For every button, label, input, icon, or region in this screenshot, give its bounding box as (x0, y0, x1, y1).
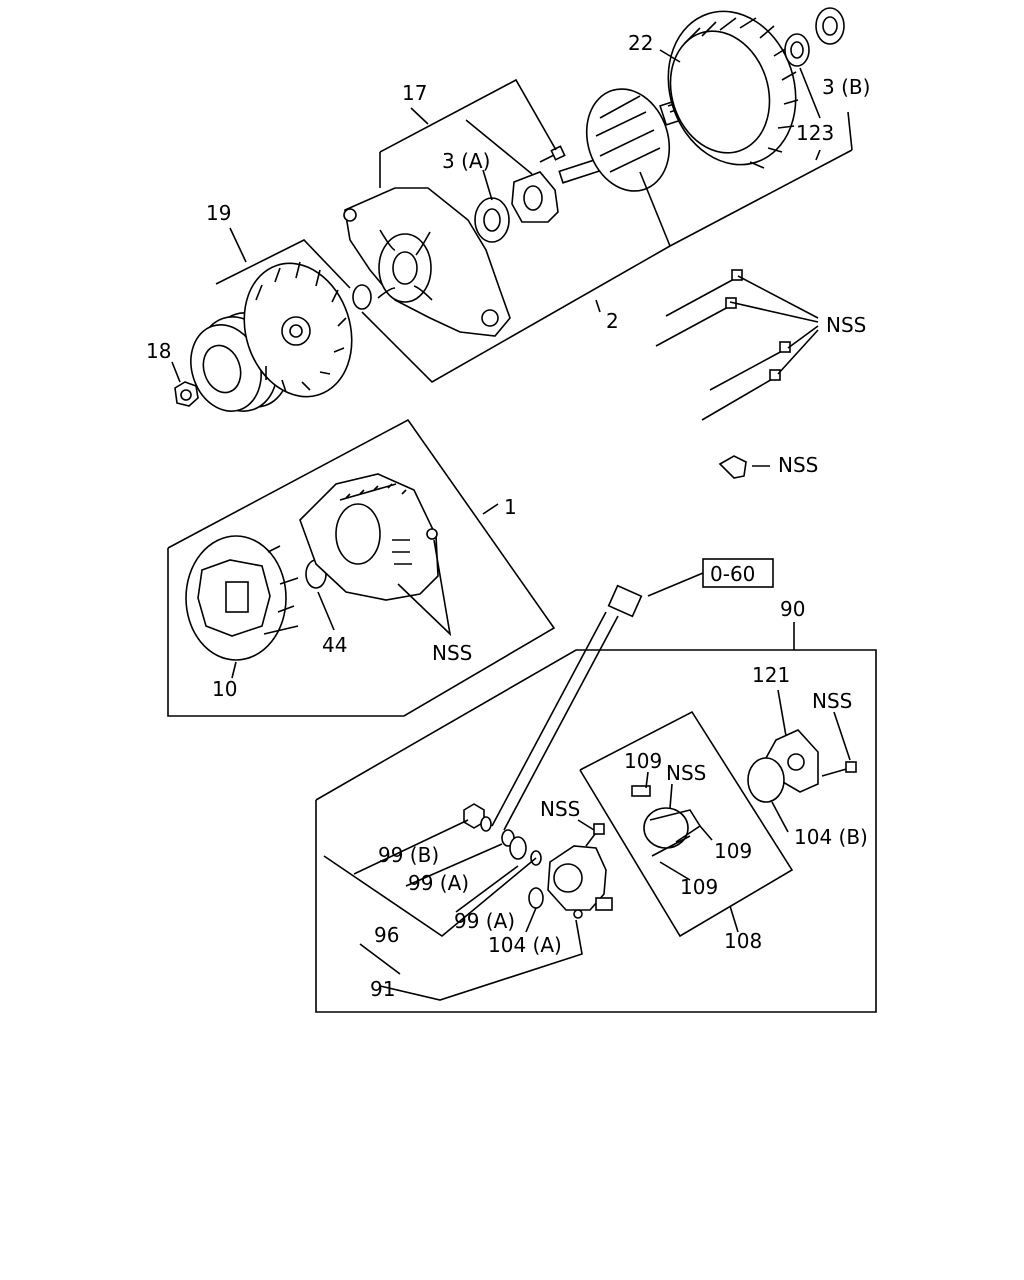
nut-part-18 (174, 381, 199, 407)
callout-nss-clip: NSS (778, 453, 818, 477)
callout-19: 19 (206, 201, 231, 225)
regulator-part-91 (547, 823, 613, 919)
callout-3b: 3 (B) (822, 75, 870, 99)
nut-part-rear (426, 528, 438, 540)
callout-99a-2: 99 (A) (454, 909, 515, 933)
rear-cover-part-10 (185, 535, 299, 661)
callout-nss-bolts: NSS (826, 313, 866, 337)
rear-housing-frame (167, 418, 556, 717)
callout-nss-brush: NSS (666, 761, 706, 785)
brush-holder-frame (579, 710, 794, 938)
callout-nss-rear: NSS (432, 641, 472, 665)
washer-part-99a (501, 829, 542, 866)
callout-104a: 104 (A) (488, 933, 562, 957)
callout-96: 96 (374, 923, 399, 947)
bearing-retainer-part (511, 171, 559, 223)
callout-104b: 104 (B) (794, 825, 868, 849)
callout-123: 123 (796, 121, 834, 145)
screw-part (539, 145, 566, 163)
callout-10: 10 (212, 677, 237, 701)
callout-3a: 3 (A) (442, 149, 490, 173)
callout-109-2: 109 (714, 839, 752, 863)
callout-2: 2 (606, 309, 619, 333)
clip-part (718, 455, 747, 479)
oring-part-104a (528, 887, 544, 909)
callout-109-3: 109 (680, 875, 718, 899)
ring-part (352, 284, 372, 310)
callout-17: 17 (402, 81, 427, 105)
callout-22: 22 (628, 31, 653, 55)
reference-leader-line (647, 572, 704, 597)
bearing-part-3b (815, 7, 845, 45)
lower-callout-lines (323, 622, 851, 1001)
screw-part-nss (821, 761, 857, 777)
callout-18: 18 (146, 339, 171, 363)
brush-holder-part (631, 785, 702, 857)
bearing-part-3a (474, 197, 510, 243)
callout-91: 91 (370, 977, 395, 1001)
stator-part-22 (667, 10, 799, 169)
callout-1: 1 (504, 495, 517, 519)
callout-99a-1: 99 (A) (408, 871, 469, 895)
callout-90: 90 (780, 597, 805, 621)
connector-rod-part (491, 584, 643, 831)
reference-label: 0-60 (710, 562, 755, 586)
lower-assembly-frame (315, 649, 877, 1013)
nut-part-99b (463, 803, 492, 832)
callout-121: 121 (752, 663, 790, 687)
pulley-part (190, 312, 290, 412)
oring-part-104b (747, 757, 785, 803)
callout-109-1: 109 (624, 749, 662, 773)
washer-part-123 (784, 33, 810, 67)
callout-99b: 99 (B) (378, 843, 439, 867)
drive-end-housing-part (343, 187, 511, 337)
middle-callout-lines (231, 539, 452, 679)
callout-nss-cover: NSS (812, 689, 852, 713)
upper-assembly-callout-lines (171, 49, 853, 467)
callout-108: 108 (724, 929, 762, 953)
callout-44: 44 (322, 633, 347, 657)
slip-ring-end-housing-part (299, 473, 439, 601)
callout-nss-regulator: NSS (540, 797, 580, 821)
fan-part-19 (243, 261, 353, 398)
